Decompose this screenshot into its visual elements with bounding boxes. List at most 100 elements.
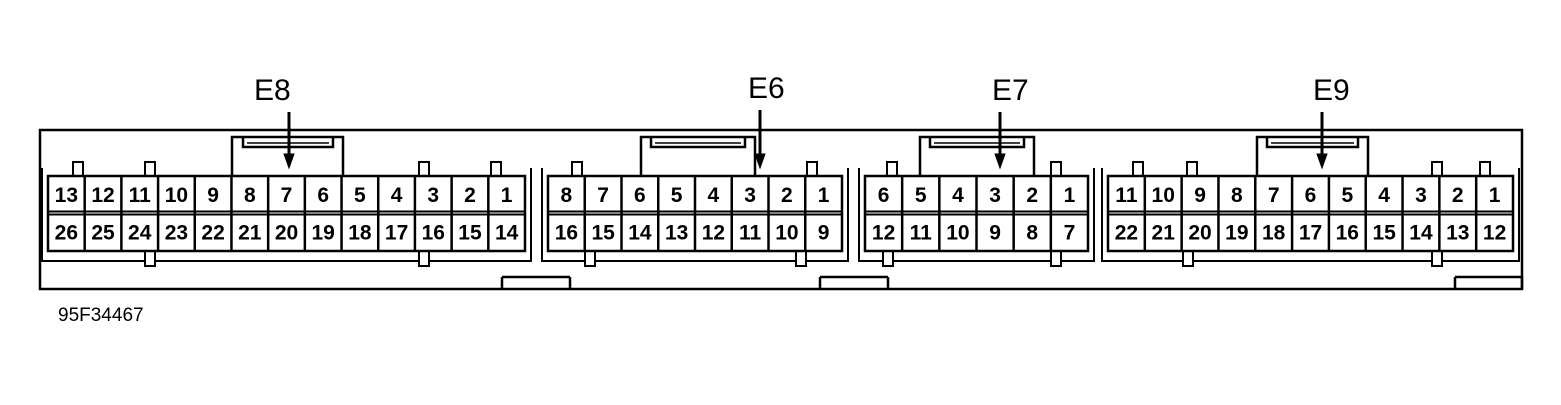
pin-number: 11 bbox=[739, 222, 762, 245]
pin-number: 11 bbox=[1115, 184, 1138, 207]
connector-latch bbox=[1255, 135, 1370, 176]
connector-tab bbox=[418, 250, 430, 267]
pin-number: 4 bbox=[391, 184, 403, 207]
connector-tab bbox=[1479, 161, 1491, 177]
pin-number: 1 bbox=[501, 184, 513, 207]
pin-number: 12 bbox=[702, 222, 725, 245]
connector-latch bbox=[639, 135, 757, 176]
connector-latch-slot bbox=[649, 137, 747, 149]
pin-number: 12 bbox=[872, 222, 895, 245]
pin-number: 8 bbox=[1231, 184, 1243, 207]
pin-number: 5 bbox=[1341, 184, 1353, 207]
pin-number: 19 bbox=[312, 222, 335, 245]
connector-tab bbox=[584, 250, 596, 267]
pin-number: 10 bbox=[775, 222, 798, 245]
pin-number: 10 bbox=[165, 184, 188, 207]
pin-number: 2 bbox=[1452, 184, 1464, 207]
pin-number: 13 bbox=[665, 222, 688, 245]
connector-label-e9: E9 bbox=[1313, 74, 1350, 107]
pin-number: 1 bbox=[1489, 184, 1501, 207]
label-arrowhead bbox=[994, 153, 1006, 170]
connector-tab bbox=[144, 250, 156, 267]
connector-tab bbox=[1182, 250, 1194, 267]
pin-number: 14 bbox=[495, 222, 519, 245]
connector-tab bbox=[795, 250, 807, 267]
pin-number: 13 bbox=[55, 184, 78, 207]
connector-tab bbox=[1050, 161, 1062, 177]
housing-foot bbox=[500, 275, 572, 289]
pin-number: 26 bbox=[55, 222, 78, 245]
connector-tab bbox=[1132, 161, 1144, 177]
connector-tab bbox=[806, 161, 818, 177]
pin-number: 16 bbox=[422, 222, 445, 245]
pin-number: 16 bbox=[1336, 222, 1359, 245]
pin-number: 4 bbox=[952, 184, 964, 207]
pin-number: 9 bbox=[989, 222, 1001, 245]
pin-number: 6 bbox=[878, 184, 890, 207]
pin-number: 15 bbox=[458, 222, 482, 245]
pin-number: 2 bbox=[781, 184, 793, 207]
pin-number: 9 bbox=[1194, 184, 1206, 207]
connector-tab bbox=[1431, 161, 1443, 177]
pin-number: 18 bbox=[348, 222, 372, 245]
label-arrowhead bbox=[754, 153, 766, 170]
pin-number: 17 bbox=[385, 222, 408, 245]
pin-number: 9 bbox=[207, 184, 219, 207]
connector-recess bbox=[858, 168, 1095, 262]
pin-number: 23 bbox=[165, 222, 188, 245]
housing-foot bbox=[1453, 275, 1524, 289]
connector-tab bbox=[72, 161, 84, 177]
pin-number: 5 bbox=[354, 184, 366, 207]
pin-number: 10 bbox=[1152, 184, 1175, 207]
connector-tab bbox=[418, 161, 430, 177]
pin-number: 12 bbox=[1483, 222, 1506, 245]
pin-number: 6 bbox=[317, 184, 329, 207]
pin-number: 1 bbox=[818, 184, 830, 207]
pin-number: 6 bbox=[634, 184, 646, 207]
connector-label-e6: E6 bbox=[748, 72, 785, 105]
connector-tab bbox=[1050, 250, 1062, 267]
pin-number: 10 bbox=[946, 222, 969, 245]
connector-recess bbox=[1101, 168, 1520, 262]
pin-number: 7 bbox=[281, 184, 293, 207]
connector-latch-slot bbox=[928, 137, 1026, 149]
pin-number: 8 bbox=[1026, 222, 1038, 245]
pin-number: 14 bbox=[628, 222, 652, 245]
connector-tab bbox=[144, 161, 156, 177]
pin-number: 22 bbox=[201, 222, 224, 245]
connector-tab bbox=[882, 250, 894, 267]
diagram-code: 95F34467 bbox=[58, 305, 144, 326]
connector-recess bbox=[541, 168, 849, 262]
pin-number: 20 bbox=[1188, 222, 1211, 245]
pin-number: 3 bbox=[989, 184, 1001, 207]
connector-label-e7: E7 bbox=[992, 74, 1029, 107]
pin-number: 20 bbox=[275, 222, 298, 245]
pin-number: 3 bbox=[427, 184, 439, 207]
connector-tab bbox=[1186, 161, 1198, 177]
pin-number: 3 bbox=[744, 184, 756, 207]
connector-label-e8: E8 bbox=[254, 74, 291, 107]
pin-number: 18 bbox=[1262, 222, 1286, 245]
connector-tab bbox=[886, 161, 898, 177]
pin-number: 11 bbox=[129, 184, 152, 207]
pin-number: 11 bbox=[910, 222, 933, 245]
connector-tab bbox=[1431, 250, 1443, 267]
pin-number: 13 bbox=[1446, 222, 1469, 245]
connector-latch-slot bbox=[1265, 137, 1360, 149]
pin-number: 19 bbox=[1225, 222, 1248, 245]
label-arrowhead bbox=[283, 153, 295, 170]
pin-number: 7 bbox=[1268, 184, 1280, 207]
pin-number: 3 bbox=[1415, 184, 1427, 207]
pin-number: 7 bbox=[1064, 222, 1076, 245]
pin-number: 8 bbox=[561, 184, 573, 207]
pin-number: 15 bbox=[591, 222, 615, 245]
pin-number: 8 bbox=[244, 184, 256, 207]
connector-tab bbox=[571, 161, 583, 177]
pin-number: 1 bbox=[1064, 184, 1076, 207]
pin-number: 6 bbox=[1305, 184, 1317, 207]
